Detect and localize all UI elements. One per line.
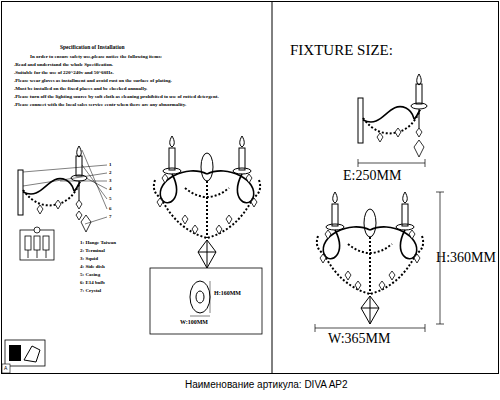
section-title: FIXTURE SIZE: xyxy=(290,42,393,59)
part-name: 5: Casing xyxy=(80,272,100,278)
part-name: 2: Terminal xyxy=(80,248,105,254)
note-text: .Please turn off the lighting source by … xyxy=(14,94,219,100)
callout-number: 5 xyxy=(109,196,112,202)
note-text: In order to ensure safety use,please not… xyxy=(30,54,162,60)
dimension: W:100MM xyxy=(180,319,208,326)
callout-number: 3 xyxy=(109,178,112,184)
part-name: 1: Hange Taiwan xyxy=(80,240,116,246)
callout-number: 7 xyxy=(109,214,112,220)
note-text: .Please wear gloves as installment and a… xyxy=(14,78,172,84)
part-name: 4: Side dish xyxy=(80,264,105,270)
corner-mark: A xyxy=(4,366,7,372)
note-text: .Please connect with the local sales ser… xyxy=(14,102,186,108)
part-name: 7: Crystal xyxy=(80,288,101,294)
callout-number: 6 xyxy=(109,206,112,212)
note-text: .Suitable for the use of 220~240v and 50… xyxy=(14,70,114,76)
callout-number: 4 xyxy=(109,186,112,192)
note-text: .Must be installed on the fixed places a… xyxy=(14,86,147,92)
part-name: 3: Squid xyxy=(80,256,98,262)
dimension: W:365MM xyxy=(328,331,390,347)
dimension: H:160MM xyxy=(214,290,241,297)
callout-number: 1 xyxy=(109,162,112,168)
article-name: Наименование артикула: DIVA AP2 xyxy=(185,379,348,391)
callout-number: 2 xyxy=(109,170,112,176)
note-text: .Read and understand the whole Specifica… xyxy=(14,62,113,68)
part-name: 6: E14 bulb xyxy=(80,280,105,286)
spec-heading: Specification of Installation xyxy=(60,44,124,50)
dimension: E:250MM xyxy=(343,168,401,184)
dimension: H:360MM xyxy=(436,250,496,266)
